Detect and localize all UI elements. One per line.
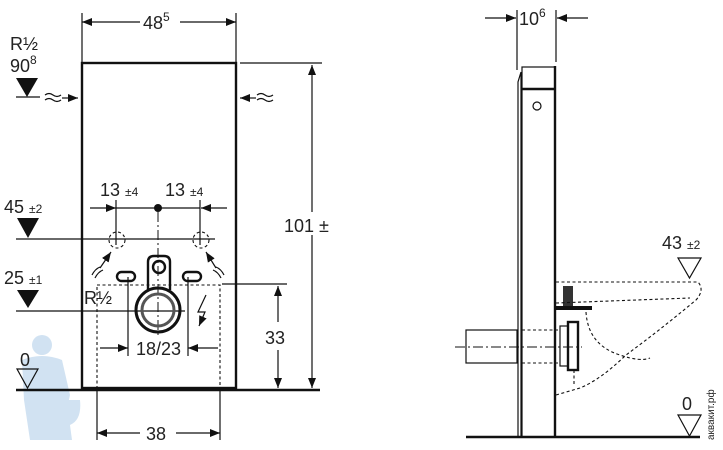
width-dimension: 485 (143, 10, 170, 33)
bolt-spacing-label: 18/23 (136, 339, 181, 359)
bolt-slot (181, 270, 203, 283)
connection-thread-label: R½ (84, 288, 112, 308)
water-inlet-left-icon (44, 92, 78, 103)
drain-height-label: 33 (265, 328, 285, 348)
side-view: 106 43 ±2 0 (455, 6, 703, 439)
frame-width-label: 38 (146, 424, 166, 444)
anchor-point-icon (108, 231, 126, 249)
panel-outline (80, 61, 238, 390)
level-marker-icon (16, 78, 38, 97)
offset-right-label: 13 ±4 (165, 180, 204, 200)
electrical-icon (197, 294, 207, 327)
water-inlet-right-icon (240, 92, 274, 103)
support-plate (556, 306, 592, 310)
toilet-bowl-outline (555, 281, 702, 396)
supply-height-label: 908 (10, 53, 37, 76)
level-45-label: 45 ±2 (4, 197, 43, 217)
water-inlet-icon (91, 251, 225, 279)
anchor-point-icon (192, 231, 210, 249)
watermark-text: аквакит.рф (705, 389, 717, 440)
front-view: 485 101 ± R½ 908 13 ±4 13 ±4 45 ±2 (4, 10, 329, 444)
side-panel (521, 66, 556, 438)
flange (566, 320, 580, 372)
frame-outline (96, 284, 221, 391)
flush-button-icon (532, 101, 542, 111)
side-floor-level-label: 0 (682, 394, 692, 414)
level-25-label: 25 ±1 (4, 268, 43, 288)
plumber-watermark-icon (22, 335, 81, 440)
depth-label: 106 (519, 6, 546, 29)
supply-thread-label: R½ (10, 34, 38, 54)
height-dimension: 101 ± (284, 216, 329, 236)
floor-level-label: 0 (20, 350, 30, 370)
seat-height-label: 43 ±2 (662, 233, 701, 253)
bolt-slot (115, 270, 137, 283)
drain-bracket (146, 254, 172, 290)
offset-left-label: 13 ±4 (100, 180, 139, 200)
bolt-icon (563, 286, 573, 306)
drain-pipe-icon (134, 286, 182, 334)
